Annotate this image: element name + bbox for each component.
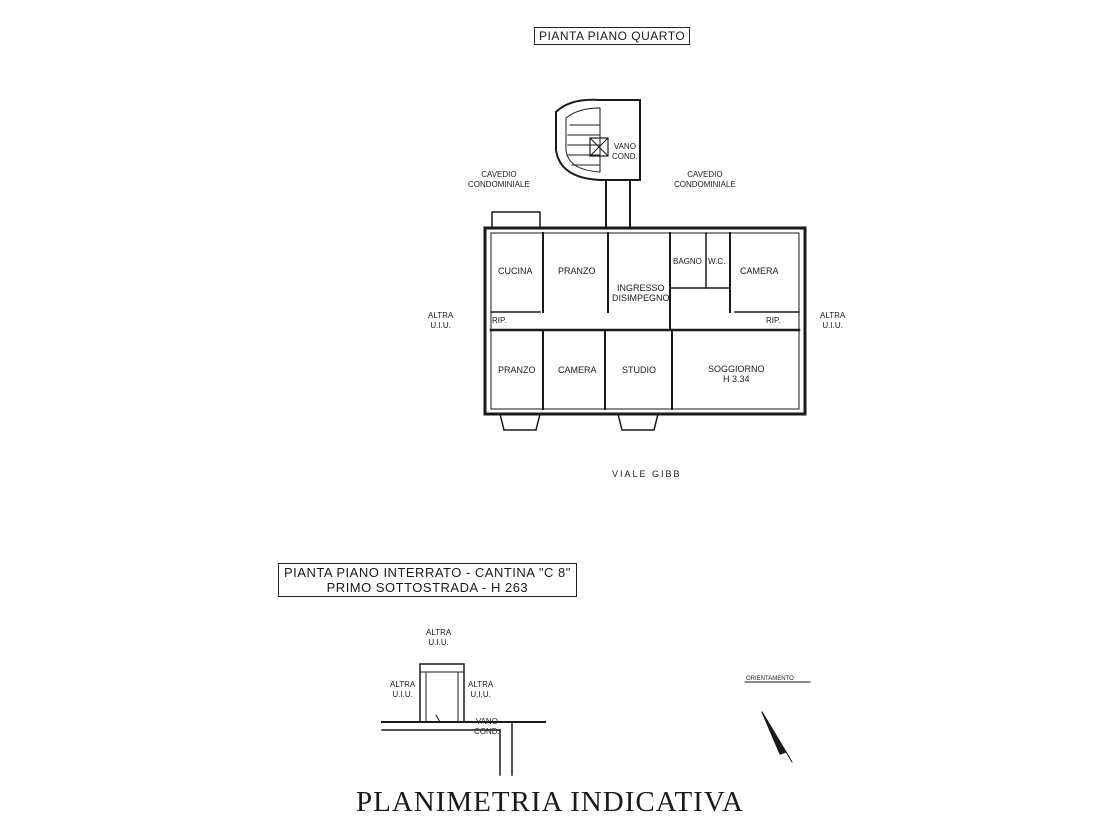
room-wc: W.C. [708, 257, 726, 266]
room-studio: STUDIO [622, 365, 657, 375]
lower-plan-title: PIANTA PIANO INTERRATO - CANTINA "C 8" P… [278, 563, 577, 597]
lower-vano-cond-label: VANO COND. [474, 717, 500, 736]
orientamento-label: ORIENTAMENTO [746, 676, 794, 682]
street-label: VIALE GIBB [612, 469, 682, 479]
room-camera-bottom: CAMERA [558, 365, 597, 375]
room-soggiorno: SOGGIORNO H 3.34 [708, 364, 765, 384]
altra-uiu-right-label: ALTRA U.I.U. [820, 311, 846, 330]
lower-plan-title-line2: PRIMO SOTTOSTRADA - H 263 [326, 580, 529, 595]
cavedio-right-label: CAVEDIO CONDOMINIALE [674, 170, 736, 189]
cavedio-left-label: CAVEDIO CONDOMINIALE [468, 170, 530, 189]
lower-altra-left-label: ALTRA U.I.U. [390, 680, 416, 699]
altra-uiu-left-label: ALTRA U.I.U. [428, 311, 454, 330]
room-rip-right: RIP. [766, 316, 781, 325]
lower-altra-right-label: ALTRA U.I.U. [468, 680, 494, 699]
room-pranzo-bottom: PRANZO [498, 365, 536, 375]
room-rip-left: RIP. [492, 316, 507, 325]
room-ingresso: INGRESSO DISIMPEGNO [612, 283, 670, 303]
lower-plan-title-line1: PIANTA PIANO INTERRATO - CANTINA "C 8" [284, 565, 571, 580]
room-bagno: BAGNO [673, 257, 702, 266]
upper-plan-title: PIANTA PIANO QUARTO [534, 27, 691, 45]
room-cucina: CUCINA [498, 266, 533, 276]
room-camera-top: CAMERA [740, 266, 779, 276]
footer-title: PLANIMETRIA INDICATIVA [356, 786, 744, 818]
lower-altra-top-label: ALTRA U.I.U. [426, 628, 452, 647]
vano-cond-label: VANO COND. [612, 142, 638, 161]
room-pranzo-top: PRANZO [558, 266, 596, 276]
